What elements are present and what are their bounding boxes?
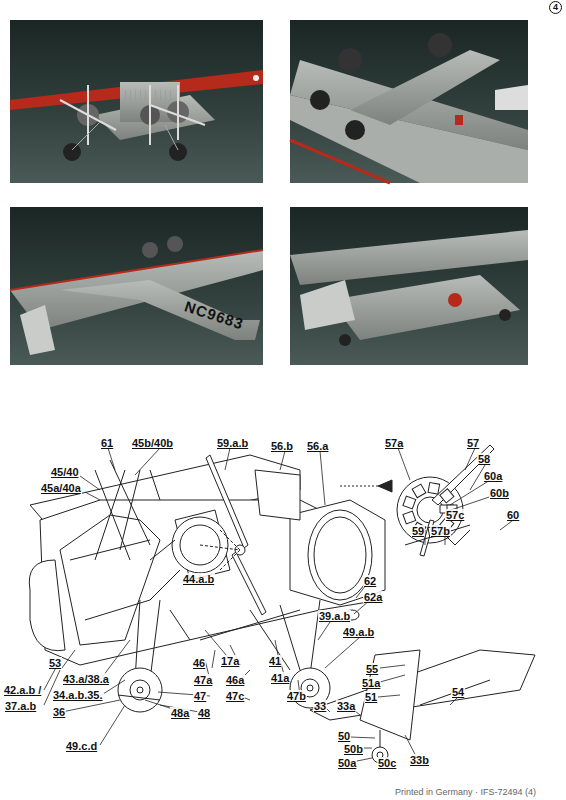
callout-number: 62 bbox=[363, 575, 377, 587]
callout-number: 56.a bbox=[306, 440, 329, 452]
callout-number: 34.a.b.35. bbox=[52, 689, 104, 701]
engine-cylinder bbox=[403, 496, 416, 509]
engine-cylinder bbox=[412, 484, 426, 498]
callout-number: 48a bbox=[170, 707, 190, 719]
engine-cylinder bbox=[428, 483, 440, 495]
callout-number: 50b bbox=[343, 743, 364, 755]
callout-number: 54 bbox=[451, 686, 465, 698]
callout-number: 46a bbox=[225, 674, 245, 686]
engine-cylinder bbox=[403, 511, 416, 524]
callout-number: 33 bbox=[313, 700, 327, 712]
callout-number: 41a bbox=[270, 672, 290, 684]
callout-number: 45a/40a bbox=[40, 482, 82, 494]
callout-number: 50a bbox=[337, 757, 357, 769]
callout-number: 47c bbox=[225, 690, 245, 702]
callout-number: 59 bbox=[411, 525, 425, 537]
callout-number: 59.a.b bbox=[216, 437, 249, 449]
callout-number: 45/40 bbox=[50, 466, 80, 478]
callout-number: 61 bbox=[100, 437, 114, 449]
callout-number: 47 bbox=[193, 690, 207, 702]
callout-number: 60a bbox=[483, 470, 503, 482]
callout-number: 57c bbox=[445, 509, 465, 521]
callout-number: 47b bbox=[286, 690, 307, 702]
callout-number: 57 bbox=[466, 437, 480, 449]
callout-number: 51 bbox=[364, 691, 378, 703]
callout-number: 49.a.b bbox=[342, 626, 375, 638]
callout-number: 42.a.b / bbox=[3, 684, 42, 696]
callout-number: 55 bbox=[365, 663, 379, 675]
callout-number: 57a bbox=[384, 437, 404, 449]
callout-number: 33b bbox=[409, 754, 430, 766]
callout-number: 62a bbox=[363, 591, 383, 603]
callout-number: 33a bbox=[336, 700, 356, 712]
callout-number: 45b/40b bbox=[131, 437, 174, 449]
callout-number: 60 bbox=[506, 509, 520, 521]
callout-number: 36 bbox=[52, 706, 66, 718]
callout-number: 58 bbox=[477, 453, 491, 465]
callout-number: 53 bbox=[48, 657, 62, 669]
callout-number: 57b bbox=[430, 525, 451, 537]
page-number: 4 bbox=[549, 1, 562, 14]
callout-number: 50c bbox=[377, 757, 397, 769]
callout-number: 39.a.b bbox=[318, 610, 351, 622]
callout-number: 17a bbox=[220, 655, 240, 667]
callout-number: 41 bbox=[268, 655, 282, 667]
callout-number: 60b bbox=[489, 487, 510, 499]
callout-number: 50 bbox=[337, 730, 351, 742]
callout-number: 46 bbox=[192, 657, 206, 669]
callout-number: 56.b bbox=[270, 440, 294, 452]
callout-number: 37.a.b bbox=[4, 700, 37, 712]
printer-note: Printed in Germany · IFS-72494 (4) bbox=[394, 786, 537, 798]
callout-number: 47a bbox=[193, 674, 213, 686]
engine-cylinder bbox=[440, 489, 454, 503]
callout-number: 48 bbox=[197, 707, 211, 719]
callout-number: 44.a.b bbox=[182, 573, 215, 585]
callout-number: 51a bbox=[361, 677, 381, 689]
callout-number: 43.a/38.a bbox=[62, 673, 110, 685]
callout-number: 49.c.d bbox=[65, 740, 98, 752]
